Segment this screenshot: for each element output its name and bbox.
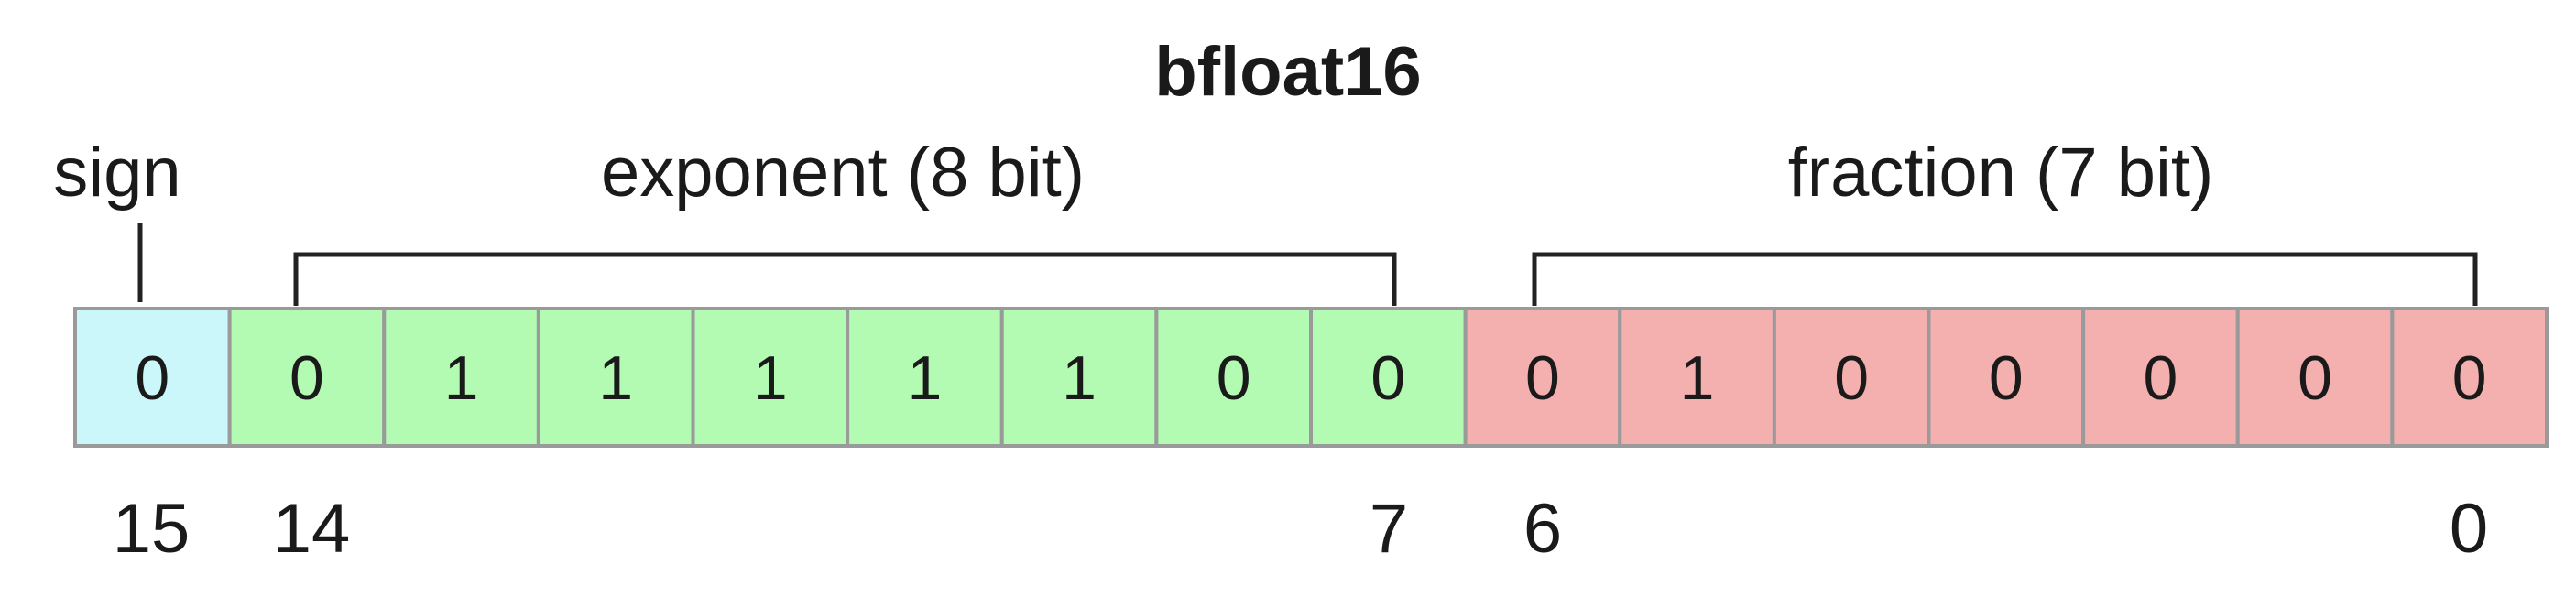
- bit-value-7: 0: [1370, 343, 1405, 413]
- bit-value-13: 1: [444, 343, 479, 413]
- bit-value-5: 1: [1680, 343, 1715, 413]
- bit-index-6: 6: [1523, 490, 1562, 568]
- bit-cell-1: [2235, 307, 2395, 448]
- bit-value-8: 0: [1217, 343, 1251, 413]
- bit-value-3: 0: [1989, 343, 2024, 413]
- bit-value-10: 1: [908, 343, 943, 413]
- bit-cell-2: [2081, 307, 2240, 448]
- exponent-label: exponent (8 bit): [601, 134, 1085, 212]
- bit-cell-13: [382, 307, 540, 448]
- bit-value-1: 0: [2298, 343, 2332, 413]
- bit-value-14: 0: [289, 343, 324, 413]
- bit-cell-5: [1618, 307, 1776, 448]
- bit-value-2: 0: [2144, 343, 2178, 413]
- bit-index-14: 14: [273, 490, 351, 568]
- bit-value-6: 0: [1525, 343, 1560, 413]
- bit-cell-14: [227, 307, 387, 448]
- diagram-title: bfloat16: [1154, 33, 1421, 111]
- exponent-bracket: [293, 252, 1397, 306]
- bit-value-0: 0: [2452, 343, 2487, 413]
- bit-cell-0: [2390, 307, 2549, 448]
- bit-value-15: 0: [135, 343, 169, 413]
- sign-label: sign: [53, 134, 180, 212]
- bit-cell-6: [1463, 307, 1622, 448]
- fraction-bracket: [1532, 252, 2478, 306]
- bit-cell-7: [1309, 307, 1468, 448]
- bit-cells: 0 0 1 1 1 1 1 0 0 0 1 0 0 0 0 0: [73, 307, 2549, 448]
- bit-value-11: 1: [753, 343, 788, 413]
- bit-value-9: 1: [1062, 343, 1097, 413]
- bit-cell-3: [1927, 307, 2086, 448]
- fraction-label: fraction (7 bit): [1788, 134, 2214, 212]
- bit-value-4: 0: [1834, 343, 1869, 413]
- bit-value-12: 1: [598, 343, 633, 413]
- bit-index-7: 7: [1370, 490, 1408, 568]
- bit-index-15: 15: [113, 490, 191, 568]
- bit-index-0: 0: [2450, 490, 2488, 568]
